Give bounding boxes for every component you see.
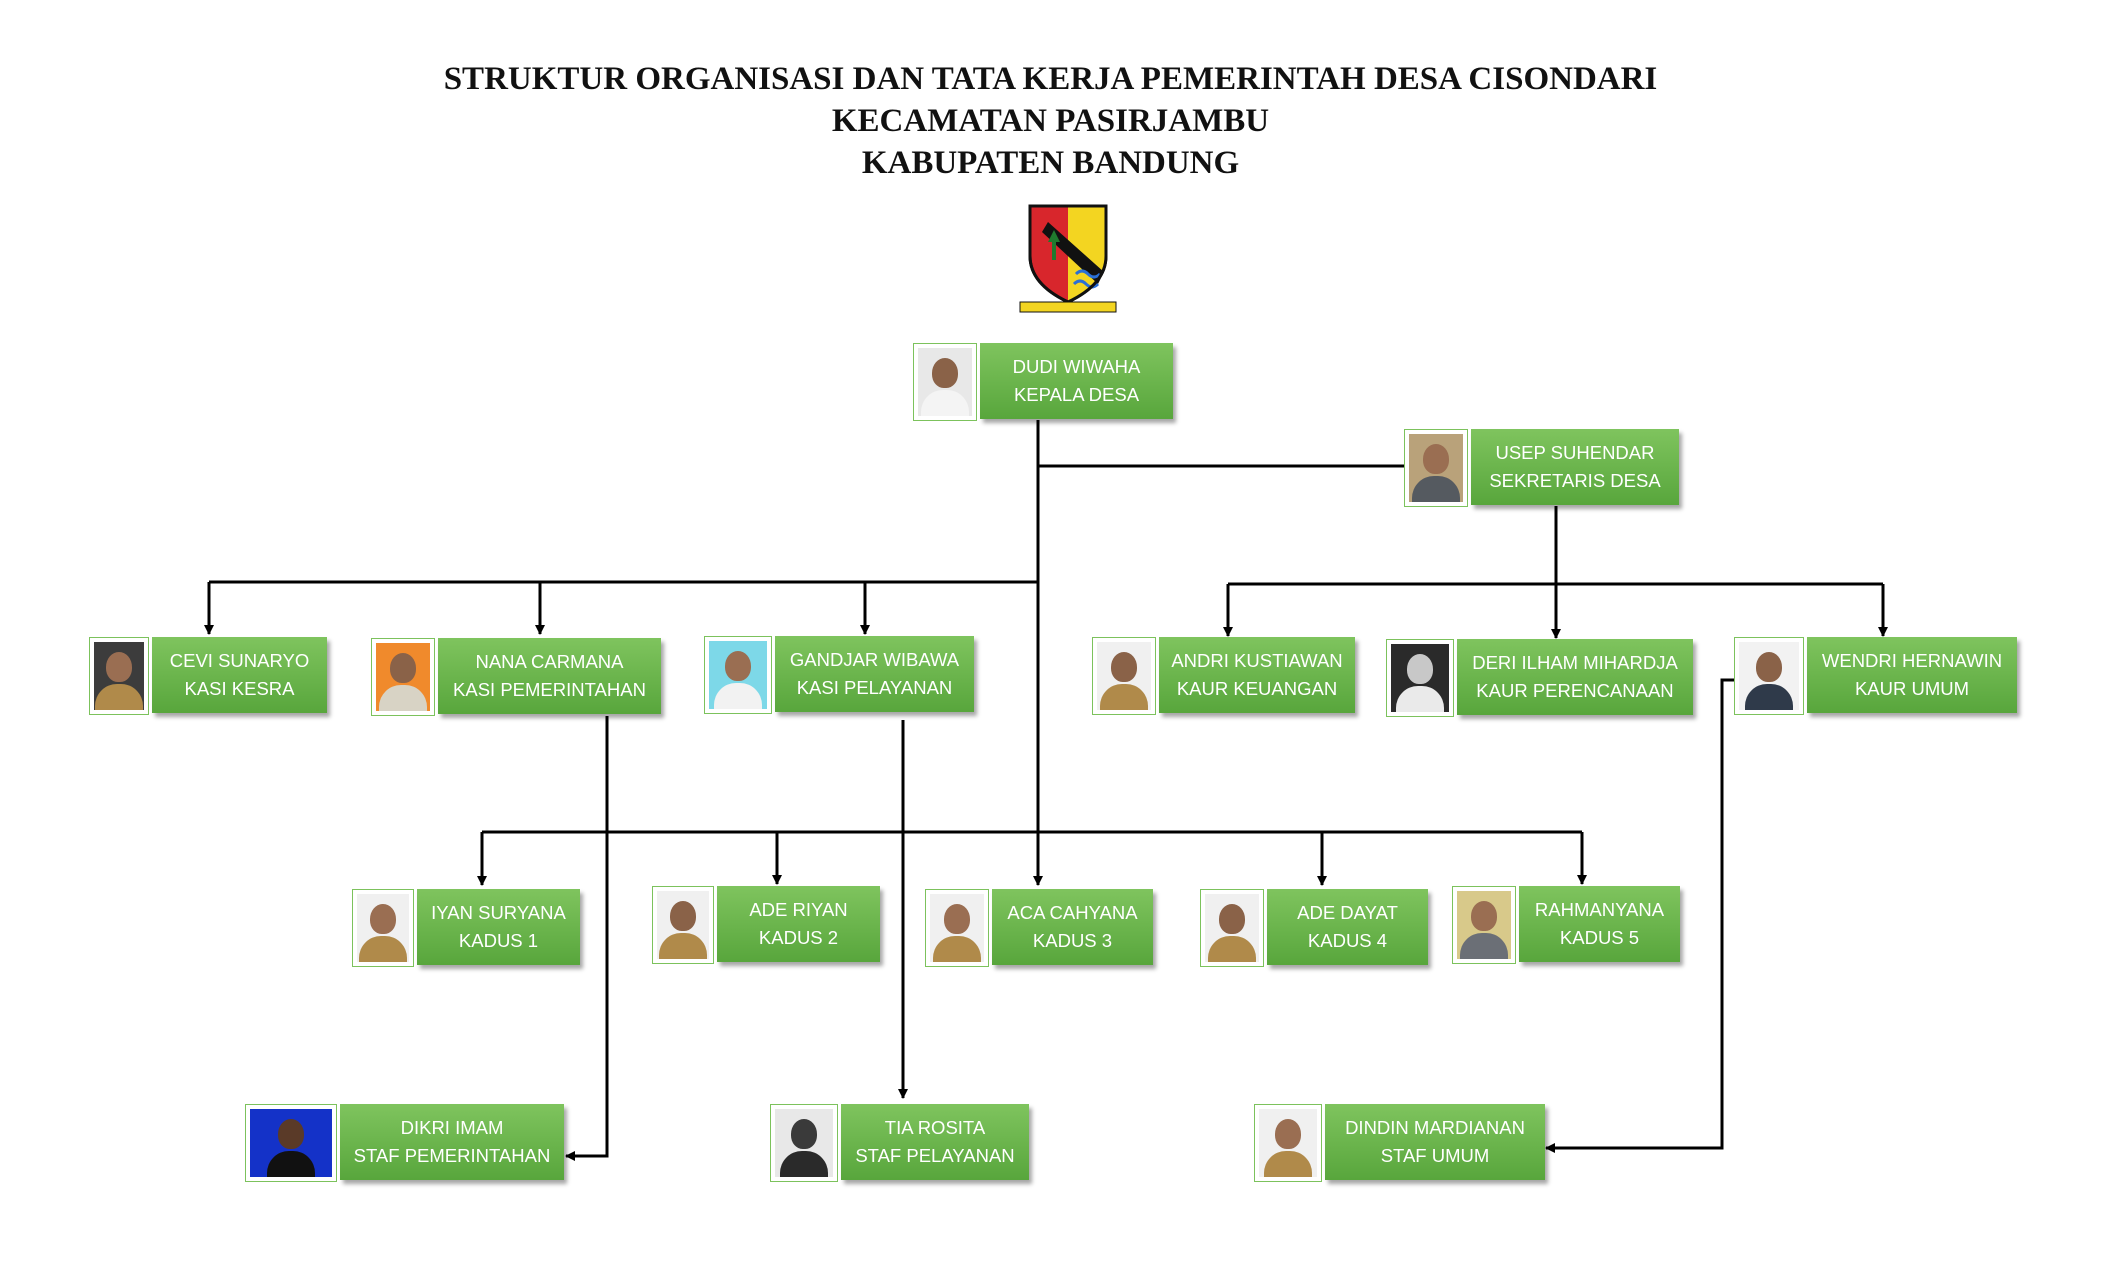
- node-role: KADUS 3: [1032, 930, 1113, 951]
- avatar: [1386, 639, 1454, 717]
- kabupaten-bandung-emblem-icon: [1019, 204, 1117, 313]
- chart-title-line-3: KABUPATEN BANDUNG: [861, 145, 1240, 181]
- avatar: [913, 343, 977, 421]
- avatar: [1734, 637, 1804, 715]
- node-name: RAHMANYANA: [1534, 899, 1665, 920]
- node-kadus-1: IYAN SURYANA KADUS 1: [352, 889, 580, 967]
- avatar: [925, 889, 989, 967]
- avatar: [245, 1104, 337, 1182]
- node-kasi-pelayanan: GANDJAR WIBAWA KASI PELAYANAN: [704, 636, 974, 714]
- node-name: ANDRI KUSTIAWAN: [1171, 650, 1343, 671]
- avatar: [1254, 1104, 1322, 1182]
- node-role: KADUS 2: [758, 927, 839, 948]
- node-role: KEPALA DESA: [1013, 384, 1140, 405]
- node-name: NANA CARMANA: [475, 651, 624, 672]
- arrow-staf-umum: [1545, 678, 1735, 1153]
- node-kadus-5: RAHMANYANA KADUS 5: [1452, 886, 1680, 964]
- node-kepala-desa: DUDI WIWAHA KEPALA DESA: [913, 343, 1173, 421]
- node-role: KASI PELAYANAN: [796, 677, 953, 698]
- avatar: [89, 637, 149, 715]
- node-name: DINDIN MARDIANAN: [1345, 1117, 1525, 1138]
- avatar: [1200, 889, 1264, 967]
- avatar: [1092, 637, 1156, 715]
- node-role: KADUS 5: [1559, 927, 1640, 948]
- node-kadus-2: ADE RIYAN KADUS 2: [652, 886, 880, 964]
- avatar: [652, 886, 714, 964]
- avatar: [352, 889, 414, 967]
- node-staf-pemerintahan: DIKRI IMAM STAF PEMERINTAHAN: [245, 1104, 564, 1182]
- node-role: SEKRETARIS DESA: [1489, 470, 1661, 491]
- node-kasi-pemerintahan: NANA CARMANA KASI PEMERINTAHAN: [371, 638, 661, 716]
- node-name: ACA CAHYANA: [1007, 902, 1138, 923]
- node-role: KASI KESRA: [184, 678, 295, 699]
- node-sekretaris-desa: USEP SUHENDAR SEKRETARIS DESA: [1404, 429, 1679, 507]
- arrow-staf-pemerintahan: [565, 716, 609, 1161]
- avatar: [704, 636, 772, 714]
- node-kadus-3: ACA CAHYANA KADUS 3: [925, 889, 1153, 967]
- node-staf-pelayanan: TIA ROSITA STAF PELAYANAN: [770, 1104, 1029, 1182]
- node-name: ADE DAYAT: [1297, 902, 1398, 923]
- node-role: KADUS 1: [458, 930, 539, 951]
- avatar: [770, 1104, 838, 1182]
- node-role: STAF PELAYANAN: [855, 1145, 1015, 1166]
- node-name: DUDI WIWAHA: [1012, 356, 1141, 377]
- node-role: KAUR UMUM: [1854, 678, 1970, 699]
- avatar: [1404, 429, 1468, 507]
- node-name: ADE RIYAN: [749, 899, 848, 920]
- node-role: KASI PEMERINTAHAN: [453, 679, 646, 700]
- node-staf-umum: DINDIN MARDIANAN STAF UMUM: [1254, 1104, 1545, 1182]
- node-name: TIA ROSITA: [884, 1117, 986, 1138]
- node-name: IYAN SURYANA: [431, 902, 566, 923]
- node-role: KAUR KEUANGAN: [1176, 678, 1338, 699]
- node-role: STAF PEMERINTAHAN: [353, 1145, 551, 1166]
- node-kaur-perencanaan: DERI ILHAM MIHARDJA KAUR PERENCANAAN: [1386, 639, 1693, 717]
- node-name: WENDRI HERNAWIN: [1821, 650, 2003, 671]
- node-name: GANDJAR WIBAWA: [789, 649, 960, 670]
- node-role: KAUR PERENCANAAN: [1476, 680, 1674, 701]
- node-name: DERI ILHAM MIHARDJA: [1472, 652, 1678, 673]
- node-name: DIKRI IMAM: [400, 1117, 504, 1138]
- node-name: CEVI SUNARYO: [169, 650, 310, 671]
- node-role: STAF UMUM: [1380, 1145, 1490, 1166]
- avatar: [1452, 886, 1516, 964]
- node-kasi-kesra: CEVI SUNARYO KASI KESRA: [89, 637, 327, 715]
- node-name: USEP SUHENDAR: [1495, 442, 1655, 463]
- chart-title-line-2: KECAMATAN PASIRJAMBU: [831, 103, 1270, 139]
- avatar: [371, 638, 435, 716]
- chart-title-line-1: STRUKTUR ORGANISASI DAN TATA KERJA PEMER…: [443, 61, 1658, 97]
- node-kadus-4: ADE DAYAT KADUS 4: [1200, 889, 1428, 967]
- node-kaur-keuangan: ANDRI KUSTIAWAN KAUR KEUANGAN: [1092, 637, 1355, 715]
- node-kaur-umum: WENDRI HERNAWIN KAUR UMUM: [1734, 637, 2017, 715]
- node-role: KADUS 4: [1307, 930, 1388, 951]
